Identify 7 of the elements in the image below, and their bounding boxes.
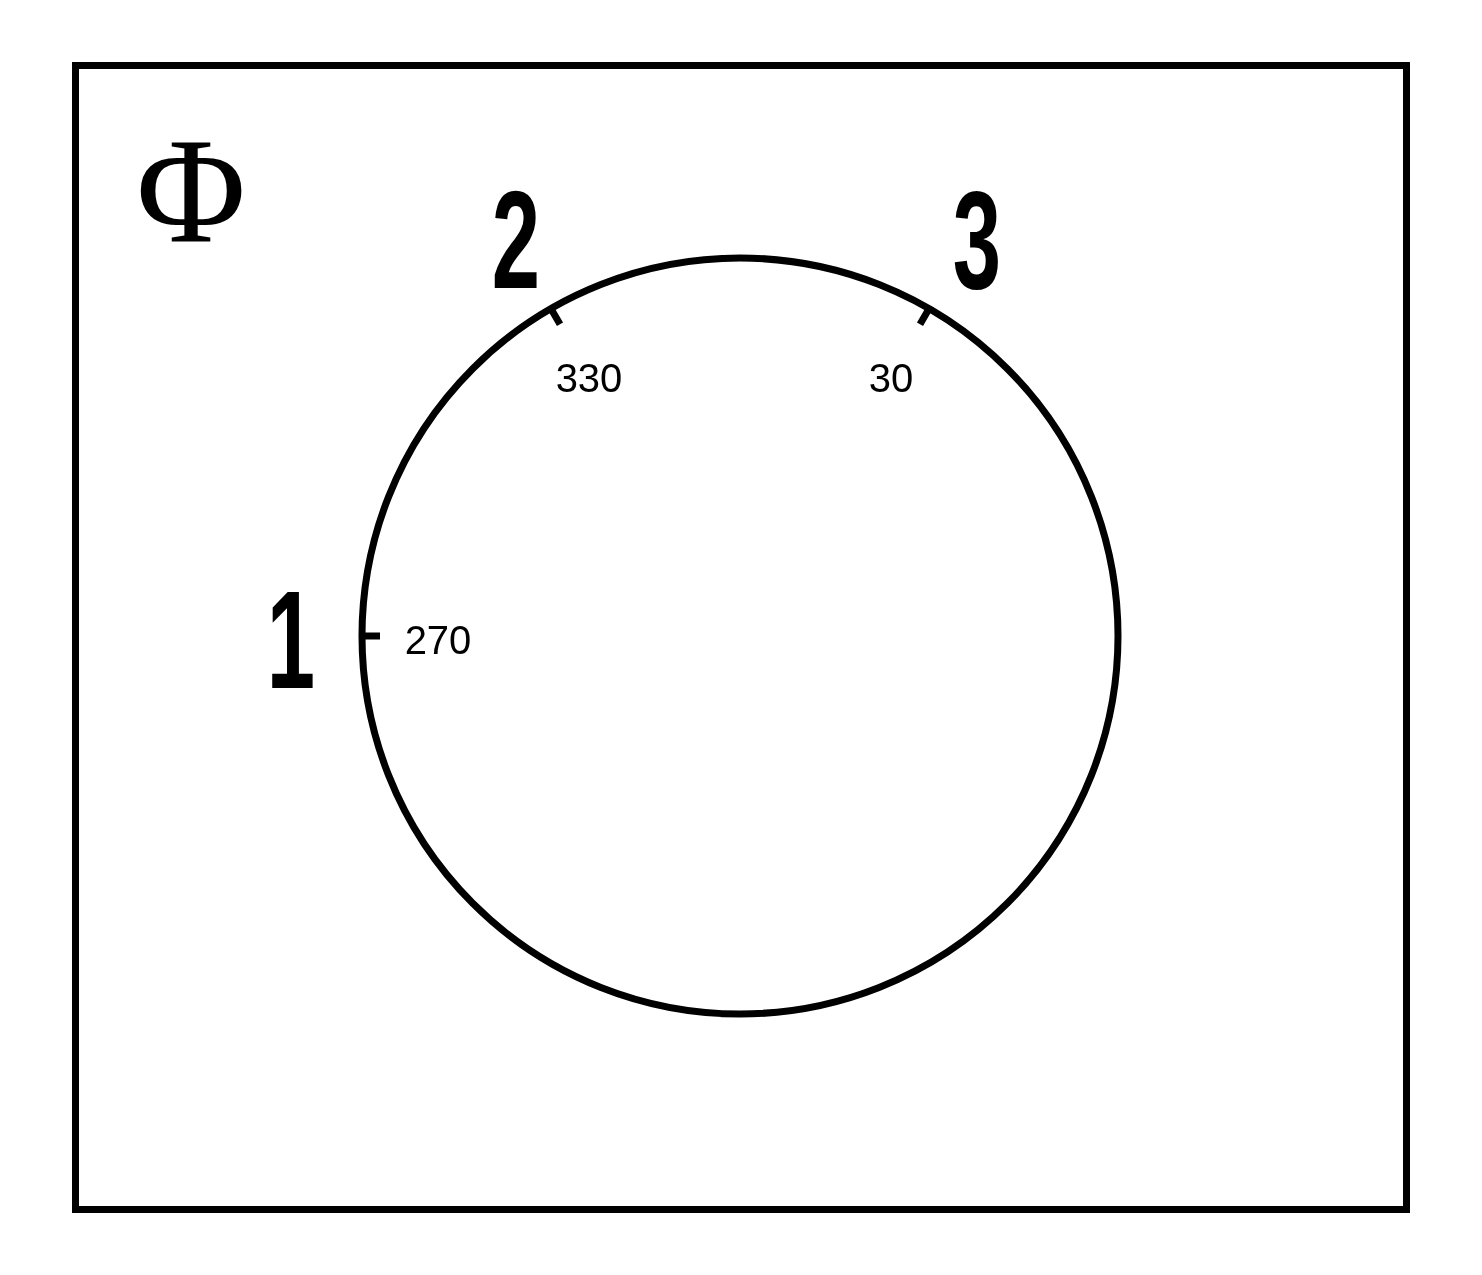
phase-symbol: Φ xyxy=(136,115,246,265)
position-number: 3 xyxy=(951,170,1003,310)
angle-label: 330 xyxy=(555,358,623,398)
angle-label: 30 xyxy=(868,358,914,398)
angle-label: 270 xyxy=(404,620,472,660)
position-number: 1 xyxy=(265,570,317,710)
position-number: 2 xyxy=(490,170,542,310)
